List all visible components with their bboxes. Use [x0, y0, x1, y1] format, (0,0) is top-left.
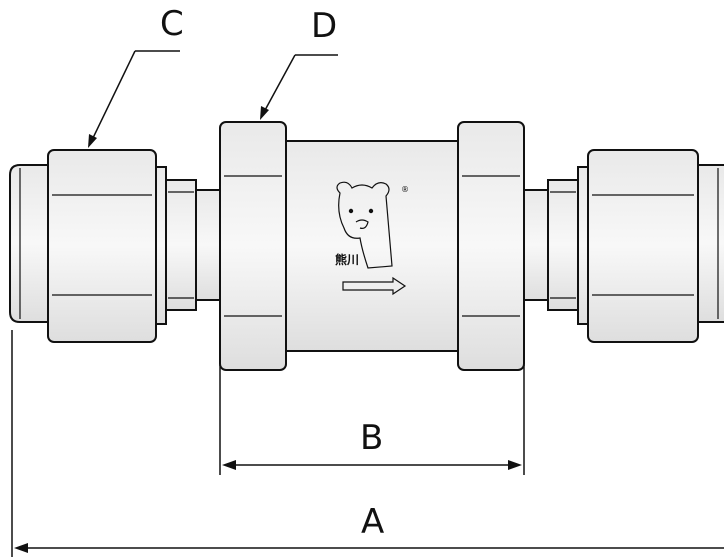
right-hex	[457, 121, 525, 371]
label-c: C	[160, 4, 184, 44]
bear-head-icon	[336, 181, 393, 269]
dimension-b	[219, 365, 525, 475]
label-d: D	[311, 6, 337, 46]
left-end-cap	[9, 164, 49, 323]
left-body-step	[155, 166, 221, 325]
leader-d	[260, 54, 338, 120]
label-b: B	[360, 418, 383, 458]
registered-mark: ®	[401, 185, 409, 194]
dimension-a	[11, 330, 724, 557]
brand-text: 熊川	[335, 252, 359, 267]
label-a: A	[361, 502, 384, 542]
right-body-step	[523, 166, 589, 325]
center-body	[285, 140, 459, 352]
brand-logo: ® 熊川	[335, 181, 409, 296]
left-nut-c	[47, 149, 157, 343]
right-nut	[587, 149, 699, 343]
left-hex-d	[219, 121, 287, 371]
leader-c	[88, 50, 180, 148]
right-end-cap	[697, 164, 724, 323]
flow-arrow-icon	[342, 276, 407, 296]
